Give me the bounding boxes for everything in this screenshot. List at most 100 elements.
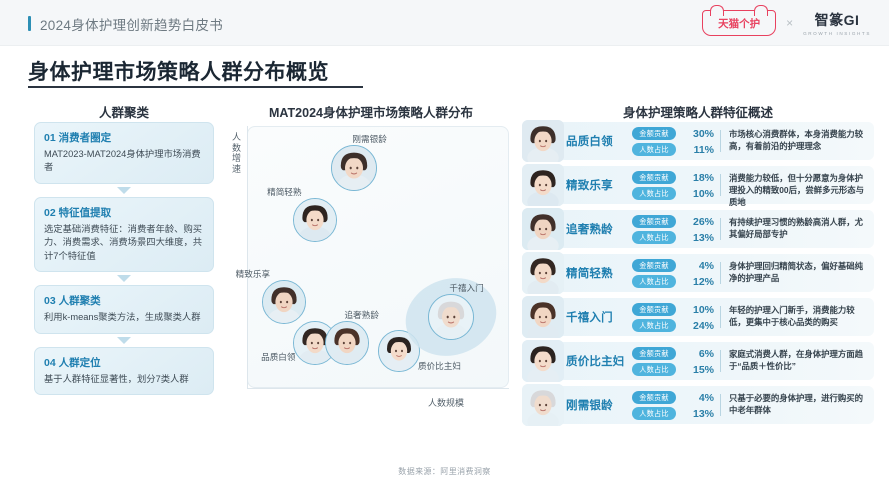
persona-avatar <box>522 208 564 250</box>
metric-amount-tag: 金额贡献 <box>632 127 676 140</box>
chart-bubble-label: 精致乐享 <box>235 268 271 279</box>
metric-share-value: 13% <box>692 231 714 244</box>
flow-step-card-03[interactable]: 03 人群聚类利用k-means聚类方法，生成聚类人群 <box>34 285 214 334</box>
flow-arrow-down-icon <box>117 186 131 194</box>
metric-amount-value: 26% <box>692 215 714 228</box>
persona-row-divider <box>720 218 721 240</box>
flow-step-card-04[interactable]: 04 人群定位基于人群特征显著性，划分7类人群 <box>34 346 214 396</box>
chart-bubble-label: 精简轻熟 <box>267 187 302 198</box>
persona-name: 精简轻熟 <box>566 268 613 280</box>
persona-name: 精致乐享 <box>566 180 613 192</box>
flow-step-title-03: 03 人群聚类 <box>44 293 204 308</box>
flow-step-name: 特征值提取 <box>58 206 112 219</box>
chart-title: MAT2024身体护理市场策略人群分布 <box>269 106 473 120</box>
chart-x-axis-line <box>247 388 509 389</box>
flow-step-body: 选定基础消费特征：消费者年龄、购买力、消费需求、消费场景四大维度，共计7个特征值 <box>44 223 203 261</box>
persona-avatar <box>522 120 564 162</box>
chart-bubble-label: 刚需银龄 <box>352 133 387 144</box>
metric-amount-value: 6% <box>698 347 714 360</box>
tmall-personal-care-logo: 天猫个护 <box>702 5 777 36</box>
flow-arrow-down-icon <box>117 336 131 344</box>
persona-name: 刚需银龄 <box>566 400 613 412</box>
chart-y-axis-label: 人数增速 <box>231 132 241 174</box>
persona-row-divider <box>720 306 721 328</box>
persona-description: 身体护理回归精简状态，偏好基础纯净的护理产品 <box>729 261 863 283</box>
tmall-logo-label: 天猫个护 <box>718 17 761 30</box>
persona-description: 有持续护理习惯的熟龄高消人群，尤其偏好局部专护 <box>729 217 863 239</box>
flow-step-body: 基于人群特征显著性，划分7类人群 <box>44 373 189 384</box>
flow-step-body: 利用k-means聚类方法，生成聚类人群 <box>44 312 201 323</box>
chart-bubble-1[interactable] <box>331 144 378 191</box>
metric-amount-tag: 金额贡献 <box>632 215 676 228</box>
metric-share-value: 24% <box>692 319 714 332</box>
right-column-heading: 身体护理策略人群特征概述 <box>622 106 773 120</box>
persona-avatar <box>522 252 564 294</box>
flow-step-name: 人群定位 <box>58 356 101 369</box>
flow-step-title-04: 04 人群定位 <box>44 355 204 370</box>
persona-avatar <box>522 340 564 382</box>
persona-description: 消费能力较低，但十分愿意为身体护理投入的精致00后，尝鲜多元形态与质地 <box>729 173 864 207</box>
chart-bubble-label: 品质白领 <box>261 352 296 363</box>
persona-name: 追奢熟龄 <box>566 224 613 236</box>
chart-bubble-6[interactable] <box>377 330 420 373</box>
chart-x-axis-label: 人数规模 <box>428 398 465 408</box>
metric-population-share: 人数占比 24% <box>632 318 714 333</box>
metric-share-tag: 人数占比 <box>632 143 676 156</box>
data-source-footer: 数据来源：阿里消费洞察 <box>398 467 491 476</box>
metric-amount-value: 10% <box>692 303 714 316</box>
metric-share-tag: 人数占比 <box>632 319 676 332</box>
flow-step-number: 01 <box>44 132 56 144</box>
metric-share-tag: 人数占比 <box>632 407 676 420</box>
metric-share-tag: 人数占比 <box>632 275 676 288</box>
left-column-heading: 人群聚类 <box>98 106 149 120</box>
chart-bubble-2[interactable] <box>293 198 338 243</box>
chart-bubble-3[interactable] <box>261 279 306 324</box>
metric-amount-tag: 金额贡献 <box>632 391 676 404</box>
flow-step-title-02: 02 特征值提取 <box>44 205 204 220</box>
flow-step-card-02[interactable]: 02 特征值提取选定基础消费特征：消费者年龄、购买力、消费需求、消费场景四大维度… <box>34 196 214 273</box>
chart-y-axis-line <box>247 126 248 388</box>
metric-amount-value: 4% <box>698 259 714 272</box>
chart-bubble-label: 质价比主妇 <box>417 361 461 372</box>
metric-share-value: 11% <box>693 143 714 156</box>
chart-bubble-5[interactable] <box>324 321 369 366</box>
population-distribution-chart: 人数增速 刚需银龄精简轻熟精致乐享品质白领追奢熟龄质价比主妇千禧入门 人数规模 <box>230 118 512 418</box>
persona-name: 质价比主妇 <box>566 356 625 368</box>
chart-bubble-label: 千禧入门 <box>449 283 484 294</box>
persona-row-divider <box>720 130 721 152</box>
flow-step-name: 人群聚类 <box>58 295 101 308</box>
flow-step-number: 03 <box>44 295 56 308</box>
chart-bubble-7[interactable] <box>428 294 475 341</box>
persona-avatar <box>522 384 564 426</box>
metric-amount-contribution: 金额贡献 26% <box>632 214 714 229</box>
persona-row-divider <box>720 394 721 416</box>
metric-share-tag: 人数占比 <box>632 187 676 200</box>
metric-share-value: 13% <box>692 407 714 420</box>
logo-group: 天猫个护 × 智篆GI GROWTH INSIGHTS <box>702 5 871 38</box>
flow-step-number: 04 <box>44 356 56 369</box>
metric-amount-tag: 金额贡献 <box>632 171 676 184</box>
